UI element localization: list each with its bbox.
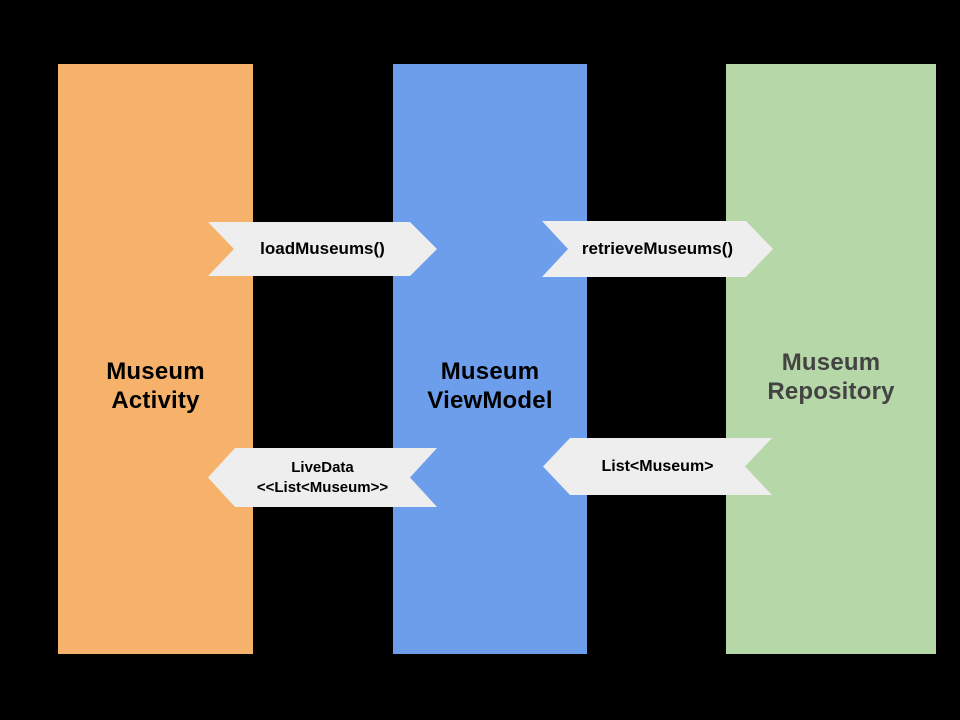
arrow-label-line: LiveData xyxy=(291,458,354,476)
arrow-label-line: <<List<Museum>> xyxy=(256,478,389,496)
column-title-museum-activity: Museum Activity xyxy=(58,357,253,415)
column-title-line: Museum xyxy=(440,358,540,385)
column-title-line: Activity xyxy=(111,387,200,414)
column-museum-activity: Museum Activity xyxy=(58,64,253,654)
arrow-label: loadMuseums() xyxy=(260,239,385,258)
arrow-label: retrieveMuseums() xyxy=(581,239,734,258)
column-title-line: Repository xyxy=(767,378,895,405)
arrow-livedata-list-museum: LiveData <<List<Museum>> xyxy=(208,448,437,507)
arrow-list-museum: List<Museum> xyxy=(543,438,772,495)
column-title-line: Museum xyxy=(781,349,881,376)
column-museum-repository: Museum Repository xyxy=(726,64,936,654)
arrow-label: List<Museum> xyxy=(601,457,714,475)
column-title-museum-repository: Museum Repository xyxy=(726,348,936,406)
column-museum-viewmodel: Museum ViewModel xyxy=(393,64,587,654)
column-title-line: Museum xyxy=(106,358,205,385)
arrow-label: LiveData <<List<Museum>> xyxy=(257,458,388,498)
column-title-museum-viewmodel: Museum ViewModel xyxy=(393,357,587,415)
arrow-load-museums: loadMuseums() xyxy=(208,222,437,276)
column-title-line: ViewModel xyxy=(427,387,553,414)
arrow-retrieve-museums: retrieveMuseums() xyxy=(542,221,773,277)
